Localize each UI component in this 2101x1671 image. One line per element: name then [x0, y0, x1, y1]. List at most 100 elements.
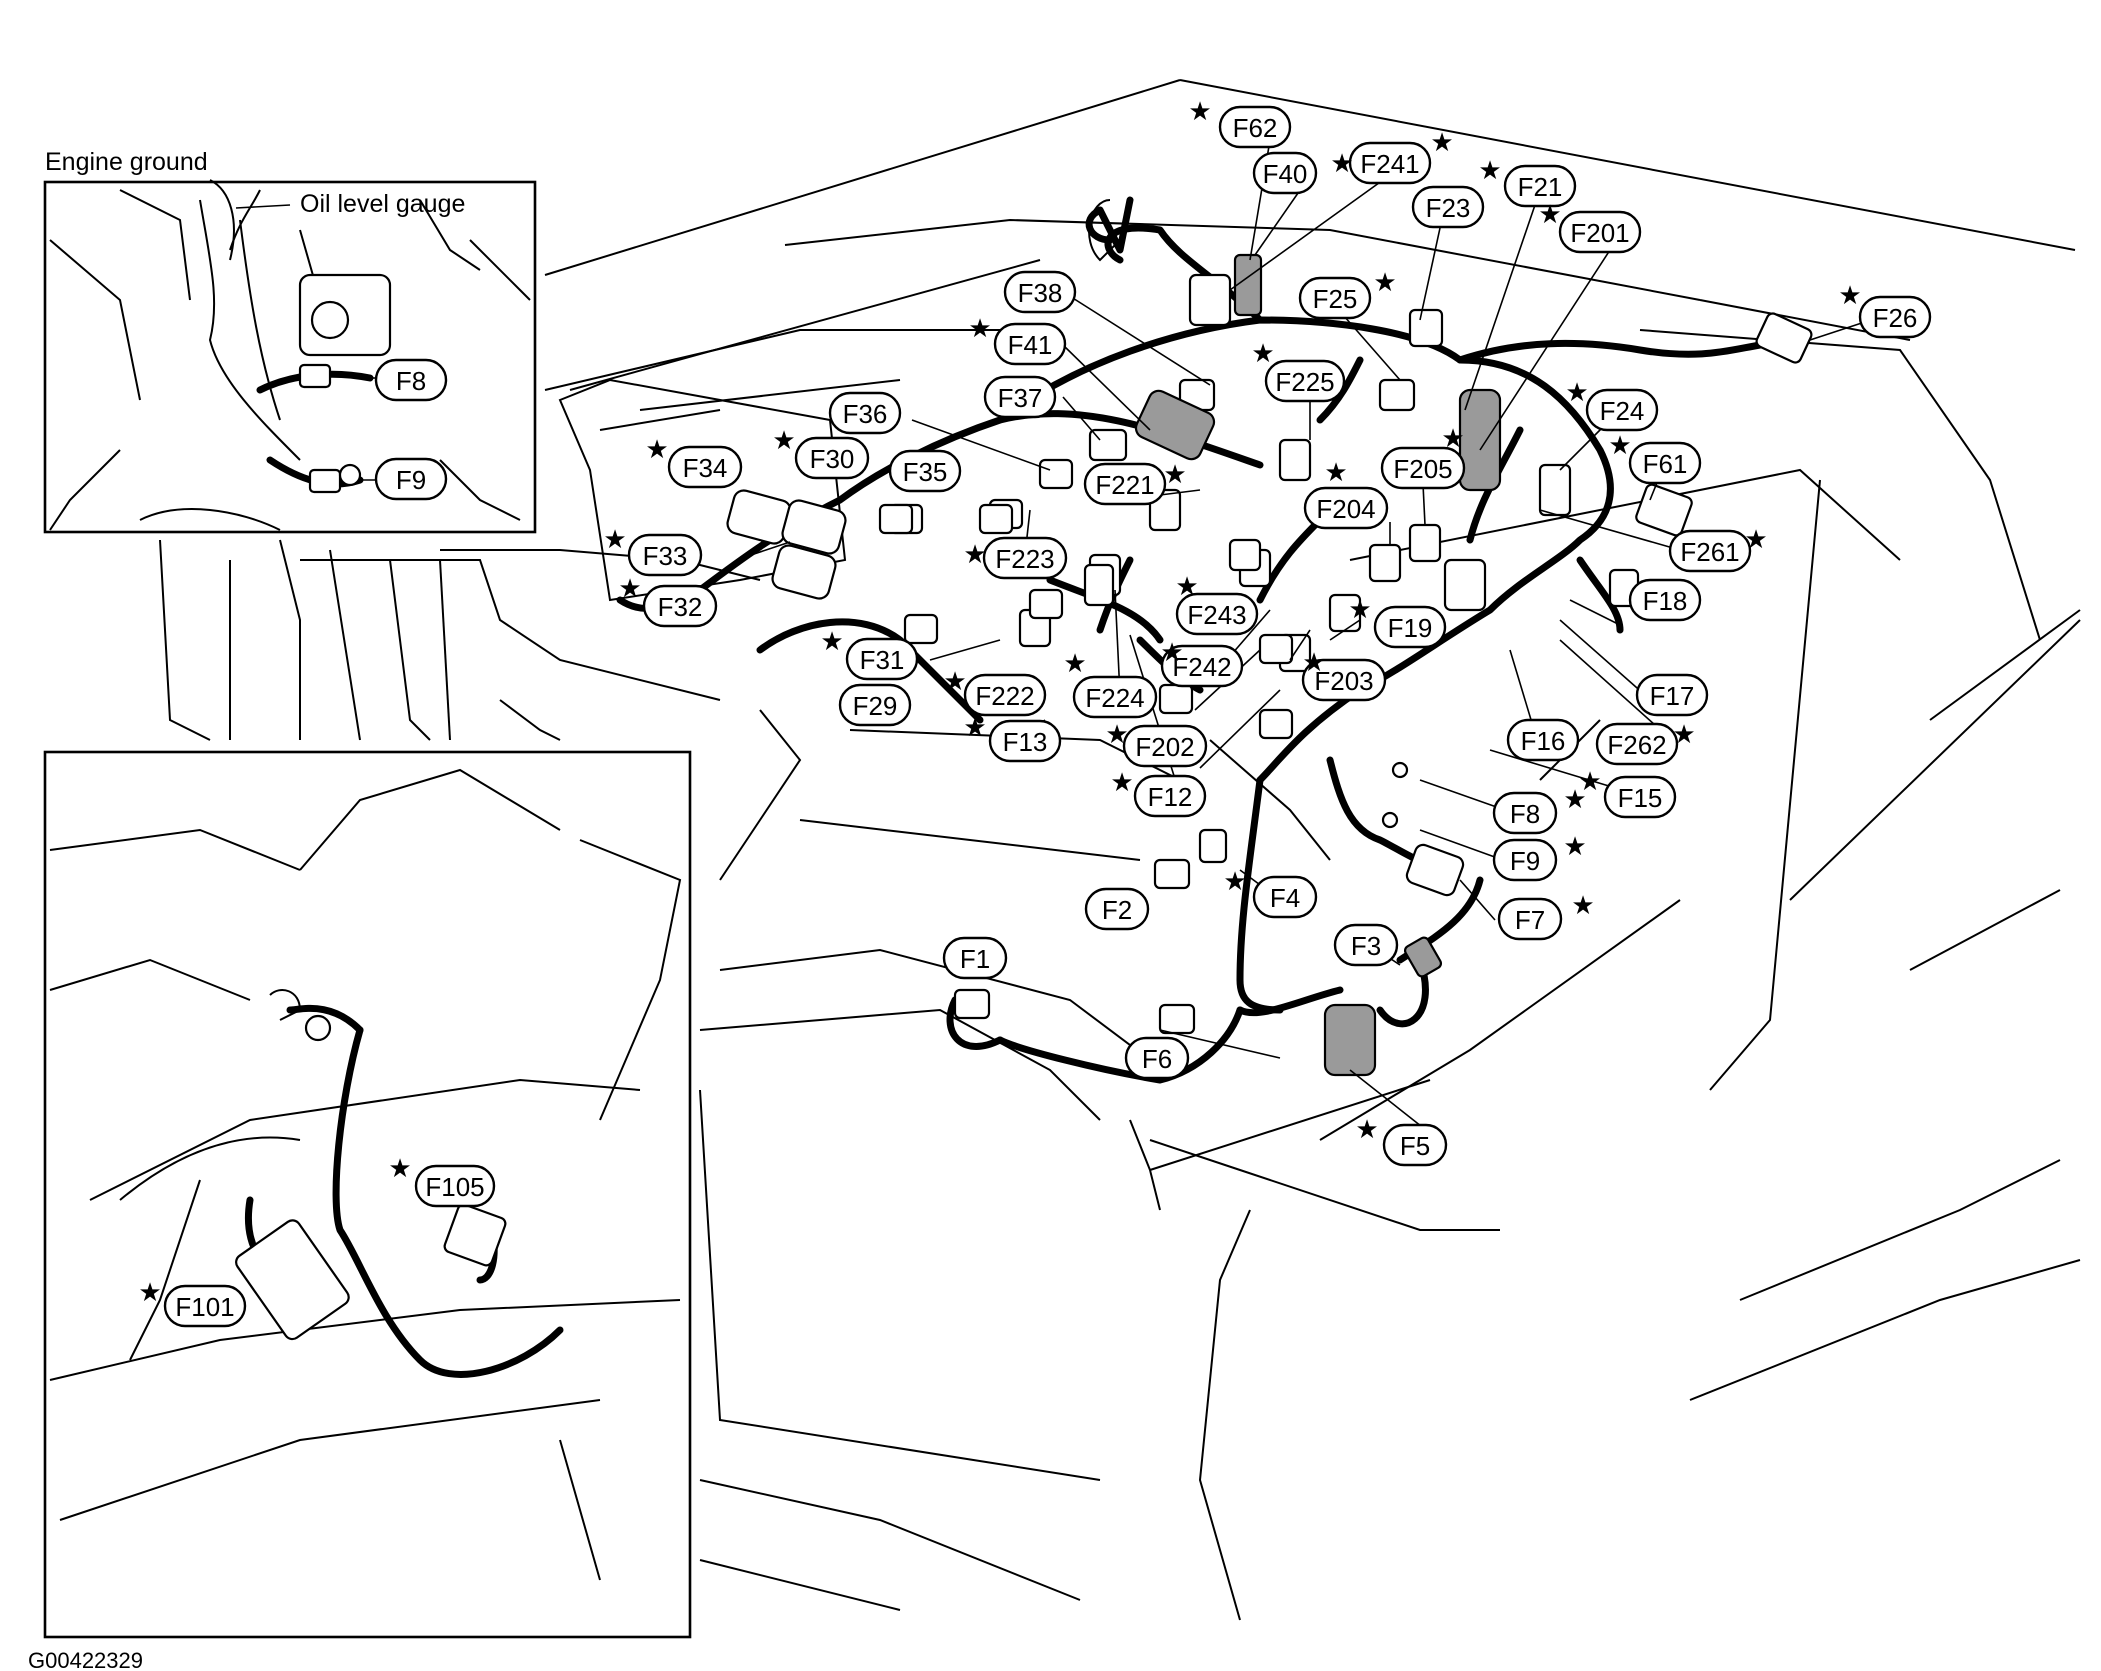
connector-tag-f38-bubble — [1003, 270, 1077, 314]
connector-tag-f37-bubble — [983, 375, 1057, 419]
connector-tag-f32-star-icon: ★ — [618, 573, 641, 603]
connector-tag-f26: F26 ★ — [1838, 280, 1932, 339]
connector-tag-f224-bubble — [1072, 675, 1158, 719]
connector-tag-f18: F18 — [1628, 578, 1702, 622]
connector-tag-f2-bubble — [1084, 887, 1150, 931]
connector-tag-f6-bubble — [1124, 1036, 1190, 1080]
connector-tag-f23: F23 — [1411, 185, 1485, 229]
connector-tag-f225-bubble — [1264, 359, 1346, 403]
connector-tag-f243-star-icon: ★ — [1175, 571, 1198, 601]
connector-tag-f18-label: F18 — [1643, 586, 1688, 616]
engine-ground-title: Engine ground — [45, 148, 208, 176]
connector-tag-f13-label: F13 — [1003, 727, 1048, 757]
connector-tag-f40-label: F40 — [1263, 159, 1308, 189]
connector-tag-f21-bubble — [1503, 164, 1577, 208]
connector-tag-f62-bubble — [1218, 105, 1292, 149]
connector-tag-f9-label: F9 — [1510, 846, 1540, 876]
connector-tag-f19-bubble — [1373, 605, 1447, 649]
connector-tag-f2-label: F2 — [1102, 895, 1132, 925]
oil-level-gauge-label: Oil level gauge — [300, 190, 465, 218]
connector-tag-f262-label: F262 — [1607, 730, 1666, 760]
connector-tag-f26-label: F26 — [1873, 303, 1918, 333]
connector-tag-f201-star-icon: ★ — [1538, 199, 1561, 229]
connector-tag-f29: F29 — [838, 683, 912, 727]
connector-tag-f16-bubble — [1506, 718, 1580, 762]
connector-tag-f23-label: F23 — [1426, 193, 1471, 223]
connector-tag-f6-label: F6 — [1142, 1044, 1172, 1074]
connector-tag-f61-star-icon: ★ — [1608, 430, 1631, 460]
connector-tag-f24-label: F24 — [1600, 396, 1645, 426]
connector-tag-f222-label: F222 — [975, 681, 1034, 711]
connector-tag-f205-bubble — [1380, 446, 1466, 490]
connector-tag-f1-label: F1 — [960, 944, 990, 974]
connector-tag-f222-star-icon: ★ — [943, 666, 966, 696]
connector-tag-f12-bubble — [1133, 774, 1207, 818]
connector-tag-f37-label: F37 — [998, 383, 1043, 413]
connector-tag-f21-star-icon: ★ — [1478, 155, 1501, 185]
connector-tag-f33-label: F33 — [643, 541, 688, 571]
connector-tag-f243-label: F243 — [1187, 600, 1246, 630]
engine-ground-tag-f8-bubble — [374, 358, 448, 402]
connector-tag-f223-bubble — [982, 536, 1068, 580]
connector-tag-f262-star-icon: ★ — [1672, 719, 1695, 749]
connector-tag-f19-star-icon: ★ — [1348, 594, 1371, 624]
connector-tag-f12-star-icon: ★ — [1110, 767, 1133, 797]
connector-tag-f203-star-icon: ★ — [1302, 647, 1325, 677]
connector-tag-f61-label: F61 — [1643, 449, 1688, 479]
connector-tag-f242: F242★ — [1160, 637, 1244, 688]
engine-ground-tag-f9-bubble — [374, 457, 448, 501]
connector-tag-f23-bubble — [1411, 185, 1485, 229]
connector-tag-f203-label: F203 — [1314, 666, 1373, 696]
connector-tag-f261-star-icon: ★ — [1744, 524, 1767, 554]
connector-tag-f29-label: F29 — [853, 691, 898, 721]
connector-tag-f243-bubble — [1175, 592, 1259, 636]
connector-tag-f204-bubble — [1303, 486, 1389, 530]
lower-inset-tag-f105-bubble — [414, 1164, 496, 1208]
connector-tag-f241-star-icon-right: ★ — [1430, 128, 1453, 158]
connector-tag-f24-star-icon: ★ — [1565, 377, 1588, 407]
connector-tag-f62-star-icon: ★ — [1188, 96, 1211, 126]
connector-tag-f204-star-icon: ★ — [1324, 457, 1347, 487]
connector-tag-f9-bubble — [1492, 838, 1558, 882]
connector-tag-f261-bubble — [1668, 529, 1752, 573]
connector-tag-f222-bubble — [963, 673, 1047, 717]
connector-tag-f224-star-icon: ★ — [1063, 648, 1086, 678]
engine-ground-tag-f8: F8 — [374, 358, 448, 402]
connector-tag-f201-bubble — [1558, 210, 1642, 254]
connector-tag-f3: F3 — [1333, 923, 1399, 967]
engine-ground-tag-f8-label: F8 — [396, 366, 426, 396]
connector-tag-f31: F31★ — [820, 626, 919, 681]
connector-tag-f3-bubble — [1333, 923, 1399, 967]
connector-tag-f201-label: F201 — [1570, 218, 1629, 248]
lower-inset-tag-f101-bubble — [163, 1284, 247, 1328]
connector-tag-f37: F37 — [983, 375, 1057, 419]
connector-tag-f1-bubble — [942, 936, 1008, 980]
connector-tag-f36: F36 — [828, 391, 902, 435]
connector-tag-f262: F262★ — [1595, 719, 1696, 766]
connector-tag-f7-bubble — [1497, 897, 1563, 941]
connector-tag-f24-bubble — [1585, 388, 1659, 432]
lower-inset-tag-f101-label: F101 — [175, 1292, 234, 1322]
lower-inset-tag-f101-star-icon: ★ — [138, 1277, 161, 1307]
connector-tag-f41-star-icon: ★ — [968, 313, 991, 343]
engine-ground-tag-f9: F9 — [374, 457, 448, 501]
connector-tag-f205-star-icon: ★ — [1441, 423, 1464, 453]
connector-tag-f9-star-icon: ★ — [1563, 831, 1586, 861]
connector-tag-f33: F33★ — [603, 524, 703, 577]
connector-tag-f202-bubble — [1122, 724, 1208, 768]
connector-tag-f36-label: F36 — [843, 399, 888, 429]
lower-inset-tag-f101: F101 ★ — [138, 1277, 247, 1328]
connector-tag-f4-label: F4 — [1270, 883, 1300, 913]
connector-tag-f205: F205★ — [1380, 423, 1466, 490]
connector-tag-f12: F12★ — [1110, 767, 1207, 818]
connector-tag-f262-bubble — [1595, 722, 1679, 766]
connector-tag-f9: F9 ★ — [1492, 831, 1587, 882]
connector-tag-f223-label: F223 — [995, 544, 1054, 574]
connector-tag-f34-label: F34 — [683, 453, 728, 483]
lower-inset-frame — [43, 750, 692, 1639]
connector-tag-f26-star-icon: ★ — [1838, 280, 1861, 310]
connector-tag-f205-label: F205 — [1393, 454, 1452, 484]
connector-tag-f33-bubble — [627, 533, 703, 577]
connector-tag-f26-bubble — [1858, 295, 1932, 339]
